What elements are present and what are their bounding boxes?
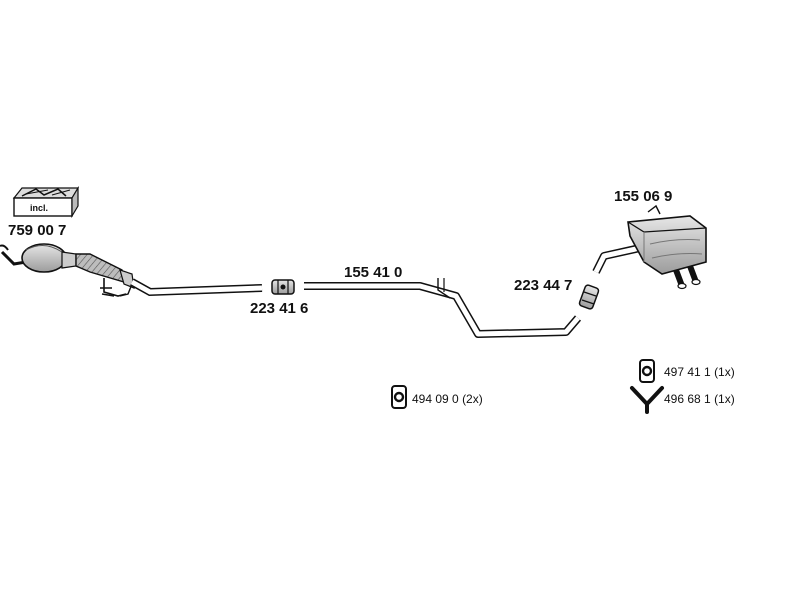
rear-clamp <box>578 284 600 310</box>
middle-pipe <box>304 278 582 338</box>
rubber-mount-icon <box>391 385 407 409</box>
accessory-qty: (1x) <box>714 392 735 406</box>
accessory-id: 496 68 1 <box>664 392 711 406</box>
y-hanger-icon <box>630 386 664 414</box>
accessory-qty: (1x) <box>714 365 735 379</box>
part-number-rear-silencer: 155 06 9 <box>614 188 673 205</box>
accessory-id: 497 41 1 <box>664 365 711 379</box>
accessory-label: 494 09 0 (2x) <box>412 392 483 406</box>
kit-box-icon <box>12 185 80 219</box>
rubber-mount-icon <box>639 359 655 383</box>
part-number-middle-pipe: 155 41 0 <box>344 264 403 281</box>
accessory-qty: (2x) <box>462 392 483 406</box>
part-number-rear-clamp: 223 44 7 <box>514 277 573 294</box>
accessory-id: 494 09 0 <box>412 392 459 406</box>
front-pipe <box>130 278 263 297</box>
rear-silencer <box>592 204 707 290</box>
catalytic-converter <box>0 243 135 297</box>
part-number-catalyst: 759 00 7 <box>8 222 67 239</box>
accessory-label: 496 68 1 (1x) <box>664 392 735 406</box>
accessory-label: 497 41 1 (1x) <box>664 365 735 379</box>
front-clamp <box>271 279 295 295</box>
kit-included-label: incl. <box>30 203 49 213</box>
part-number-front-clamp: 223 41 6 <box>250 300 309 317</box>
